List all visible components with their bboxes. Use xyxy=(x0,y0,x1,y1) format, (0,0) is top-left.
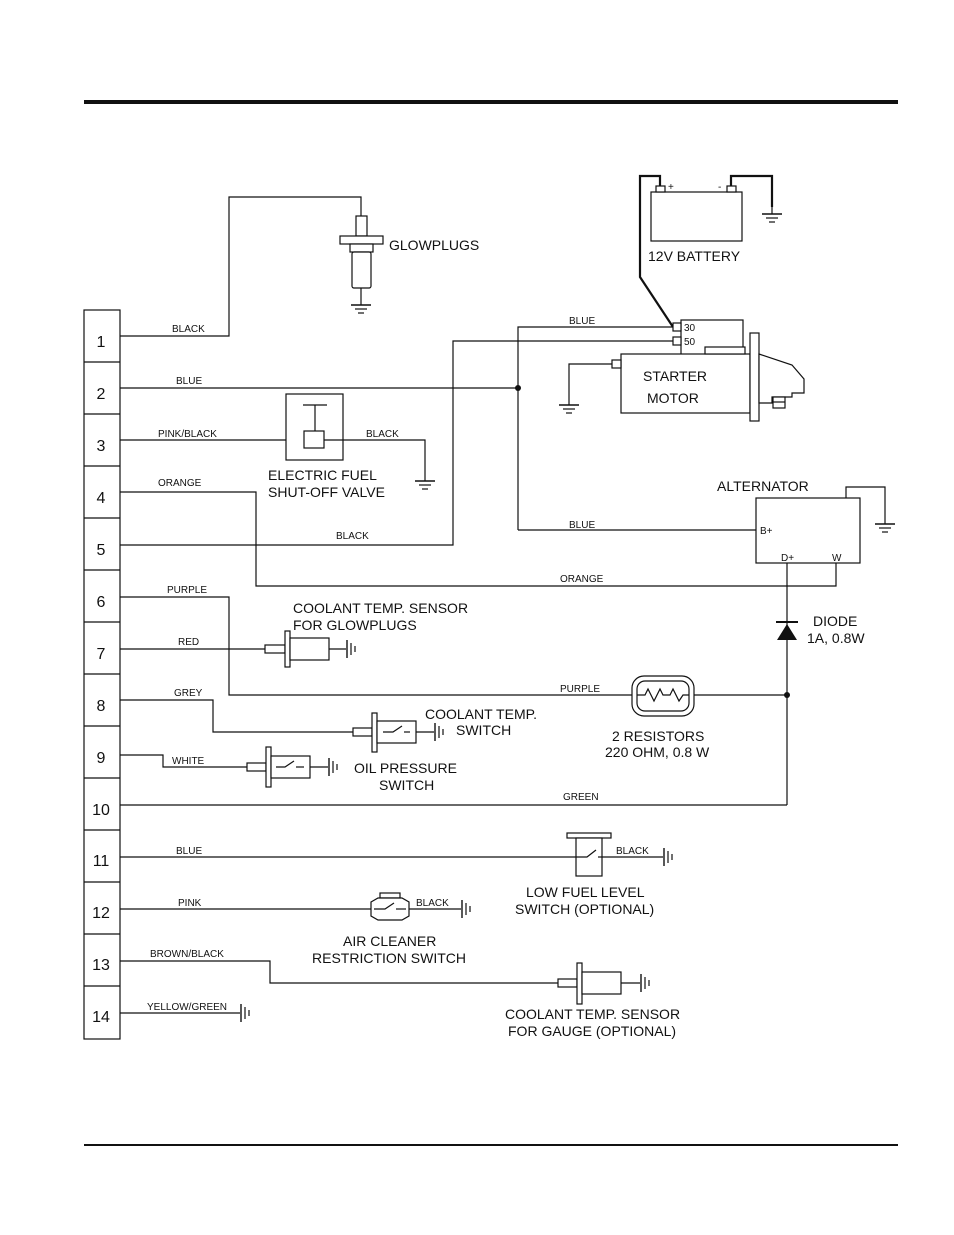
coolant-sensor-glow-label-line2: FOR GLOWPLUGS xyxy=(293,617,417,633)
wire-label-t4: ORANGE xyxy=(158,478,202,489)
terminal-13: 13 xyxy=(92,957,110,974)
fuel-valve-label-line2: SHUT-OFF VALVE xyxy=(268,484,385,500)
orange-black-circuit: ORANGE ORANGE BLACK xyxy=(120,340,837,587)
coolant-sensor-gauge-label-line1: COOLANT TEMP. SENSOR xyxy=(505,1006,680,1022)
wire-label-t13: BROWN/BLACK xyxy=(150,949,224,960)
alternator-bplus: B+ xyxy=(760,526,773,537)
terminal-5: 5 xyxy=(97,542,106,559)
battery-negative-cable xyxy=(729,174,774,207)
starter-motor-icon xyxy=(611,319,805,422)
low-fuel-label-line1: LOW FUEL LEVEL xyxy=(526,884,645,900)
oil-pressure-label-line2: SWITCH xyxy=(379,777,434,793)
starter-terminal-30: 30 xyxy=(684,323,696,334)
battery-minus-label: - xyxy=(718,182,721,193)
coolant-switch-circuit: GREY COOLANT TEMP. SWITCH xyxy=(120,688,537,753)
starter-terminal-50: 50 xyxy=(684,337,696,348)
resistors-label-line2: 220 OHM, 0.8 W xyxy=(605,744,710,760)
wire-label-t4-alt: ORANGE xyxy=(560,574,604,585)
resistors-icon xyxy=(631,675,695,717)
fuel-valve-icon xyxy=(285,393,344,461)
terminal-1: 1 xyxy=(97,334,106,351)
air-cleaner-switch-icon xyxy=(370,892,410,921)
diode-label-line2: 1A, 0.8W xyxy=(807,630,865,646)
air-cleaner-circuit: PINK BLACK AIR CLEANER RESTRICTION SWITC… xyxy=(120,892,471,966)
wire-label-t6-res: PURPLE xyxy=(560,684,600,695)
coolant-sensor-glowplug-circuit: RED COOLANT TEMP. SENSOR FOR GLOWPLUGS xyxy=(120,600,468,668)
terminal-4: 4 xyxy=(97,490,106,507)
coolant-sensor-glow-label-line1: COOLANT TEMP. SENSOR xyxy=(293,600,468,616)
coolant-switch-label-line2: SWITCH xyxy=(456,722,511,738)
battery-starter-circuit: + - 12V BATTERY 30 50 STARTER MOTOR xyxy=(558,174,805,422)
coolant-sensor-gauge-label-line2: FOR GAUGE (OPTIONAL) xyxy=(508,1023,676,1039)
oil-pressure-label-line1: OIL PRESSURE xyxy=(354,760,457,776)
wire-label-t14: YELLOW/GREEN xyxy=(147,1002,227,1013)
wire-label-t11: BLUE xyxy=(176,846,202,857)
air-cleaner-label-line2: RESTRICTION SWITCH xyxy=(312,950,466,966)
wire-label-t2: BLUE xyxy=(176,376,202,387)
fuel-valve-label-line1: ELECTRIC FUEL xyxy=(268,467,377,483)
terminal-strip: 1 2 3 4 5 6 7 8 9 10 11 12 13 14 xyxy=(83,309,121,1040)
glowplug-circuit: BLACK GLOWPLUGS xyxy=(120,196,479,337)
battery-label: 12V BATTERY xyxy=(648,248,741,264)
alternator-icon xyxy=(755,497,861,564)
wire-label-t3: PINK/BLACK xyxy=(158,429,217,440)
glowplugs-label: GLOWPLUGS xyxy=(389,237,479,253)
wire-label-t3-ground: BLACK xyxy=(366,429,399,440)
resistors-label-line1: 2 RESISTORS xyxy=(612,728,704,744)
oil-pressure-switch-icon xyxy=(246,746,338,788)
alternator-dplus: D+ xyxy=(781,553,794,564)
starter-label-line1: STARTER xyxy=(643,368,707,384)
diode-label-line1: DIODE xyxy=(813,613,857,629)
low-fuel-label-line2: SWITCH (OPTIONAL) xyxy=(515,901,654,917)
wire-label-alt-blue: BLUE xyxy=(569,520,595,531)
battery-positive-cable xyxy=(638,174,674,328)
starter-label-line2: MOTOR xyxy=(647,390,699,406)
terminal-14: 14 xyxy=(92,1009,110,1026)
terminal-2: 2 xyxy=(97,386,106,403)
terminal-12: 12 xyxy=(92,905,110,922)
terminal-6: 6 xyxy=(97,594,106,611)
low-fuel-circuit: BLUE BLACK LOW FUEL LEVEL SWITCH (OPTION… xyxy=(120,832,673,917)
wire-label-t11-ground: BLACK xyxy=(616,846,649,857)
fuel-valve-circuit: PINK/BLACK BLACK ELECTRIC FUEL SHUT-OFF … xyxy=(120,393,436,500)
ground-circuit: YELLOW/GREEN xyxy=(120,1002,250,1023)
wire-label-starter-blue: BLUE xyxy=(569,316,595,327)
wire-label-t6: PURPLE xyxy=(167,585,207,596)
wire-label-t10: GREEN xyxy=(563,792,599,803)
junction-dot xyxy=(515,385,521,391)
coolant-switch-label-line1: COOLANT TEMP. xyxy=(425,706,537,722)
coolant-switch-icon xyxy=(352,712,444,753)
coolant-sensor-glowplug-icon xyxy=(264,630,356,668)
terminal-8: 8 xyxy=(97,698,106,715)
wire-label-t1: BLACK xyxy=(172,324,205,335)
wire-label-t9: WHITE xyxy=(172,756,205,767)
oil-pressure-circuit: WHITE OIL PRESSURE SWITCH xyxy=(120,746,457,793)
wire-label-t7: RED xyxy=(178,637,199,648)
terminal-9: 9 xyxy=(97,750,106,767)
wire-label-t12-ground: BLACK xyxy=(416,898,449,909)
alternator-label: ALTERNATOR xyxy=(717,478,809,494)
green-circuit: GREEN xyxy=(120,792,787,806)
terminal-11: 11 xyxy=(93,853,110,870)
battery-icon xyxy=(650,185,743,242)
alternator-circuit: ALTERNATOR B+ D+ W DIODE 1A, 0.8W xyxy=(717,478,896,805)
wire-label-t12: PINK xyxy=(178,898,202,909)
wire-label-t5: BLACK xyxy=(336,531,369,542)
air-cleaner-label-line1: AIR CLEANER xyxy=(343,933,436,949)
terminal-7: 7 xyxy=(97,646,106,663)
battery-plus-label: + xyxy=(668,182,674,193)
coolant-sensor-gauge-icon xyxy=(557,962,650,1005)
purple-circuit: PURPLE PURPLE 2 RESISTORS 220 OHM, 0.8 W xyxy=(120,585,787,760)
wire-label-t8: GREY xyxy=(174,688,203,699)
diode-icon xyxy=(776,621,798,640)
glowplug-icon xyxy=(339,215,384,314)
terminal-10: 10 xyxy=(92,802,110,819)
blue-circuit: BLUE BLUE BLUE xyxy=(120,316,756,531)
coolant-sensor-gauge-circuit: BROWN/BLACK COOLANT TEMP. SENSOR FOR GAU… xyxy=(120,949,680,1039)
low-fuel-switch-icon xyxy=(566,832,612,877)
alternator-w: W xyxy=(832,553,842,564)
terminal-3: 3 xyxy=(97,438,106,455)
